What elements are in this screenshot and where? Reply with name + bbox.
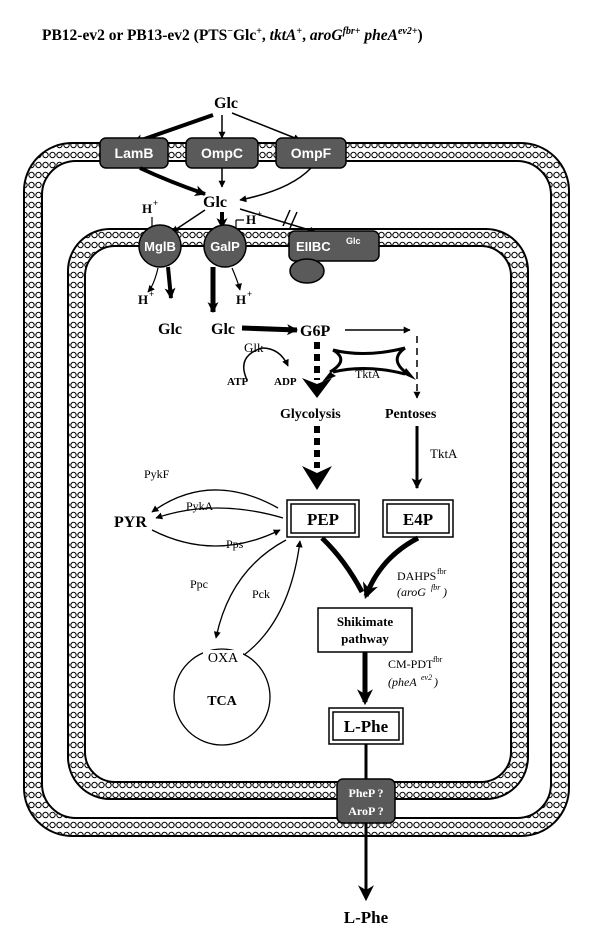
block-mark-2 bbox=[289, 211, 298, 229]
ompc-porin: OmpC bbox=[185, 137, 259, 169]
galp-transporter: GalP bbox=[203, 224, 247, 268]
svg-text:(aroG: (aroG bbox=[397, 585, 426, 599]
arrow-glc-to-eiibc bbox=[239, 208, 317, 234]
svg-text:GalP: GalP bbox=[210, 239, 240, 254]
tca-label: TCA bbox=[207, 694, 237, 709]
pck-label: Pck bbox=[252, 587, 270, 601]
svg-text:OmpF: OmpF bbox=[291, 145, 332, 161]
oxa-label-bg bbox=[203, 650, 243, 664]
svg-text:CM-PDT: CM-PDT bbox=[388, 657, 434, 671]
arrow-mglb-to-glc bbox=[164, 266, 176, 300]
svg-text:DAHPS: DAHPS bbox=[397, 569, 436, 583]
glk-enzyme-label: Glk bbox=[244, 340, 264, 355]
phep-arop-transporter: PheP ? AroP ? bbox=[336, 778, 396, 824]
tkta-exchange bbox=[322, 346, 416, 382]
svg-text:L-Phe: L-Phe bbox=[344, 717, 389, 736]
lamb-porin: LamB bbox=[99, 137, 169, 169]
svg-text:EIIBC: EIIBC bbox=[296, 239, 331, 254]
lphe-internal-box: L-Phe bbox=[328, 707, 404, 745]
pep-box: PEP bbox=[286, 499, 360, 538]
lphe-external-label: L-Phe bbox=[344, 908, 389, 927]
atp-label: ATP bbox=[227, 376, 248, 388]
tkta-center-label: TktA bbox=[355, 367, 381, 381]
arrowhead-to-pep bbox=[302, 466, 332, 490]
svg-text:H: H bbox=[142, 201, 152, 216]
arrow-galp-h-plus bbox=[231, 267, 242, 291]
arrow-oxa-to-pep-pck bbox=[243, 540, 303, 656]
ppc-label: Ppc bbox=[190, 577, 208, 591]
arrow-glc-to-ompf bbox=[231, 112, 301, 141]
arrow-ompf-to-glc bbox=[239, 167, 312, 203]
arrow-mglb-h-plus bbox=[147, 267, 159, 293]
svg-text:pathway: pathway bbox=[341, 631, 389, 646]
glc-periplasm-label: Glc bbox=[203, 194, 227, 211]
dahps-enzyme-label: DAHPS fbr (aroG fbr ) bbox=[397, 567, 447, 599]
block-mark-1 bbox=[282, 209, 291, 227]
svg-text:fbr: fbr bbox=[431, 583, 441, 592]
svg-text:OmpC: OmpC bbox=[201, 145, 243, 161]
svg-text:PEP: PEP bbox=[307, 510, 339, 529]
arrow-pep-to-oxa-ppc bbox=[213, 539, 287, 639]
pyka-label: PykA bbox=[186, 499, 214, 513]
svg-text:+: + bbox=[149, 289, 154, 299]
svg-text:H: H bbox=[236, 292, 246, 307]
arrow-lamb-to-glc bbox=[139, 166, 207, 196]
h-plus-galp-bottom: H + bbox=[236, 289, 252, 307]
svg-text:AroP ?: AroP ? bbox=[348, 804, 383, 818]
arrow-pyr-to-pep-pps bbox=[151, 529, 281, 547]
arrow-glc-to-g6p bbox=[241, 324, 299, 336]
g6p-label: G6P bbox=[300, 323, 330, 340]
pentoses-label: Pentoses bbox=[385, 407, 437, 422]
svg-text:Glc: Glc bbox=[346, 236, 361, 246]
adp-label: ADP bbox=[274, 376, 297, 388]
glycolysis-label: Glycolysis bbox=[280, 407, 341, 422]
ompf-porin: OmpF bbox=[275, 137, 347, 169]
pykf-label: PykF bbox=[144, 467, 170, 481]
glc-outside-label: Glc bbox=[214, 95, 238, 112]
svg-text:MglB: MglB bbox=[144, 239, 176, 254]
svg-text:): ) bbox=[433, 675, 438, 689]
svg-text:+: + bbox=[153, 198, 158, 208]
mglb-transporter: MglB bbox=[138, 224, 182, 268]
e4p-box: E4P bbox=[382, 499, 454, 538]
svg-text:): ) bbox=[442, 585, 447, 599]
svg-text:(pheA: (pheA bbox=[388, 675, 417, 689]
svg-text:+: + bbox=[257, 209, 262, 219]
e4p-to-dahp-line bbox=[362, 535, 420, 600]
figure-title: PB12-ev2 or PB13-ev2 (PTS−Glc+, tktA+, a… bbox=[42, 26, 423, 45]
glc-mglb-label: Glc bbox=[158, 321, 182, 338]
eiibc-transporter: EIIBC Glc bbox=[288, 230, 380, 284]
cmpdt-enzyme-label: CM-PDT fbr (pheA ev2 ) bbox=[388, 655, 443, 689]
arrow-pep-to-pyr-pykf bbox=[151, 489, 279, 513]
arrow-glc-to-mglb bbox=[171, 209, 206, 233]
svg-text:Shikimate: Shikimate bbox=[337, 614, 394, 629]
pep-to-dahp-line bbox=[320, 536, 365, 594]
svg-text:H: H bbox=[138, 292, 148, 307]
oxa-label: OXA bbox=[208, 651, 239, 666]
shikimate-pathway-box: Shikimate pathway bbox=[317, 607, 413, 653]
svg-text:fbr: fbr bbox=[437, 567, 447, 576]
pps-label: Pps bbox=[226, 537, 244, 551]
svg-text:LamB: LamB bbox=[115, 145, 154, 161]
glk-cofactor-arc bbox=[243, 347, 289, 381]
svg-text:PheP ?: PheP ? bbox=[349, 786, 384, 800]
tca-cycle bbox=[173, 648, 271, 746]
svg-text:+: + bbox=[247, 289, 252, 299]
pyr-label: PYR bbox=[114, 514, 147, 531]
svg-text:ev2: ev2 bbox=[421, 673, 432, 682]
svg-text:E4P: E4P bbox=[403, 510, 433, 529]
svg-text:H: H bbox=[246, 212, 256, 227]
glc-galp-label: Glc bbox=[211, 321, 235, 338]
arrowhead-to-glycolysis bbox=[302, 378, 332, 398]
h-plus-mglb-bottom: H + bbox=[138, 289, 154, 307]
tkta-right-label: TktA bbox=[430, 446, 458, 461]
svg-text:fbr: fbr bbox=[433, 655, 443, 664]
arrow-pep-to-pyr-pyka bbox=[155, 507, 284, 520]
